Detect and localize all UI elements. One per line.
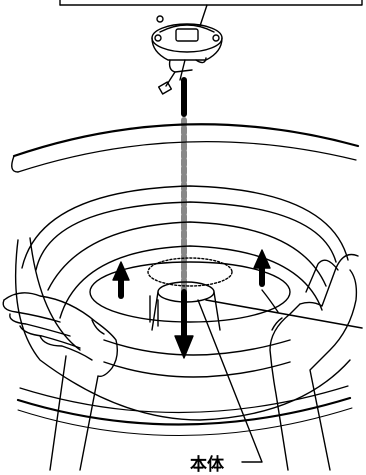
hand-icon	[261, 253, 359, 471]
ceiling-socket-icon	[151, 15, 223, 95]
up-arrow-icon	[112, 261, 130, 299]
up-arrow-icon	[253, 249, 271, 287]
down-arrow-icon	[174, 289, 194, 359]
fixture-shade	[11, 123, 360, 436]
fixture-hub	[89, 257, 291, 378]
body-leader	[197, 299, 363, 463]
hand-icon	[2, 292, 119, 471]
body-label: 本体	[190, 455, 224, 475]
callout-frame	[59, 0, 363, 27]
